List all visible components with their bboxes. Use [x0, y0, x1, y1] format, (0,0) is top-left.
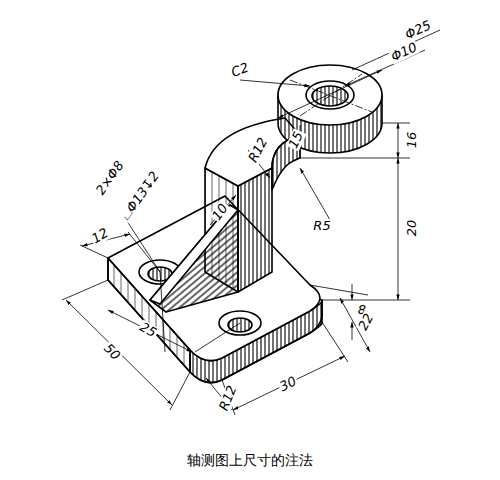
dimension-label: Φ25 [402, 18, 434, 43]
dimension-label: 20 [405, 219, 419, 238]
dimension-label: 50 [101, 341, 124, 364]
dimension-label: C2 [229, 60, 252, 79]
dimension-label: 2×Φ8 [93, 158, 127, 198]
dimension-label: R5 [312, 219, 331, 233]
dimension-label: 30 [277, 374, 300, 395]
dimension-label: Φ10 [388, 40, 420, 65]
dimension-label: ⌴Φ13↧2 [118, 168, 162, 223]
figure-caption: 轴测图上尺寸的注法 [187, 452, 313, 470]
dimension-label: 16 [405, 131, 419, 150]
